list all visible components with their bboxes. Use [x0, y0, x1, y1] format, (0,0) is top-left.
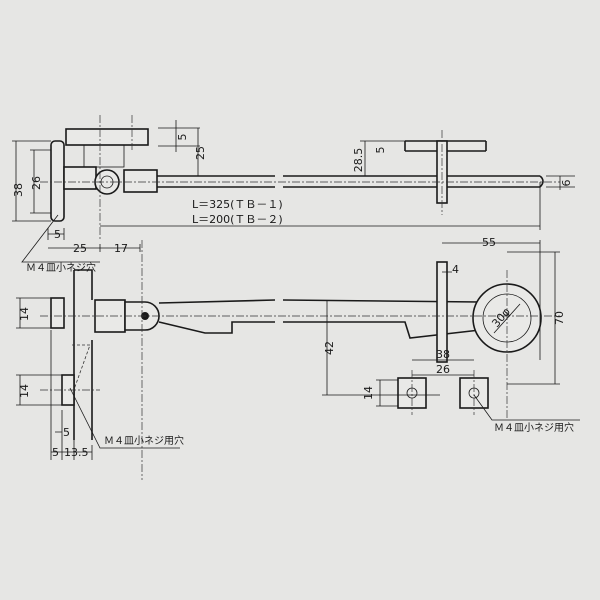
- plate-stem: [63, 166, 97, 190]
- dim-14-right: 14: [362, 386, 375, 400]
- plate-section-top: [50, 297, 65, 329]
- dim-28-5: 28.5: [352, 148, 365, 173]
- dim-17: 17: [114, 242, 128, 255]
- screw-note-right: Ｍ４皿小ネジ用穴: [494, 421, 574, 434]
- dim-25-offset: 25: [73, 242, 87, 255]
- dim-13-5: 13.5: [64, 446, 89, 459]
- dim-42: 42: [323, 341, 336, 355]
- side-view: 14 14 5 5 13.5 Ｍ４皿小ネジ用穴 55 4 30φ 70 42 3…: [16, 236, 580, 480]
- dim-5-top: 5: [176, 134, 189, 141]
- length-tb2: L＝200(ＴＢ－２): [192, 213, 283, 226]
- ring-dim-line: [493, 303, 521, 334]
- dimension-lines: [12, 120, 575, 252]
- screw-note-top: Ｍ４皿小ネジ穴: [26, 261, 96, 274]
- dim-26-side: 26: [436, 363, 450, 376]
- dim-14-bottom: 14: [18, 384, 31, 398]
- bracket-neck: [83, 144, 125, 168]
- rod-left: [157, 175, 275, 188]
- bracket-top-block: [65, 128, 149, 146]
- rod-right: [283, 175, 544, 188]
- screw-leader-top: [21, 214, 100, 263]
- center-lines: [40, 240, 560, 480]
- arm-left: [158, 299, 276, 334]
- dim-25-vertical: 25: [194, 146, 207, 160]
- dim-5: 5: [63, 426, 70, 439]
- dim-26: 26: [30, 176, 43, 190]
- dim-5-flange: 5: [54, 228, 61, 241]
- dim-55: 55: [482, 236, 496, 249]
- dim-4: 4: [452, 263, 459, 276]
- dimension-lines: [16, 240, 560, 460]
- arm-clevis: [123, 169, 158, 193]
- length-tb1: L＝325(ＴＢ－１): [192, 198, 283, 211]
- dim-70: 70: [553, 311, 566, 325]
- top-view: 38 26 5 25 5 25 17 L＝325(ＴＢ－１) L＝200(ＴＢ－…: [12, 115, 575, 274]
- wall-plate: [50, 140, 65, 222]
- center-lines: [40, 115, 560, 240]
- screw-leader-right: [473, 394, 580, 421]
- dim-38: 38: [12, 183, 25, 197]
- screw-note-left: Ｍ４皿小ネジ用穴: [104, 434, 184, 447]
- screw-leader-left: [69, 387, 180, 449]
- dim-5-end: 5: [374, 147, 387, 154]
- dim-14-top: 14: [18, 307, 31, 321]
- end-post: [436, 261, 448, 363]
- dim-6: 6: [560, 180, 573, 187]
- dim-5-b: 5: [52, 446, 59, 459]
- dim-38-side: 38: [436, 348, 450, 361]
- arm-right: [282, 299, 481, 339]
- hidden-edge: [71, 344, 91, 396]
